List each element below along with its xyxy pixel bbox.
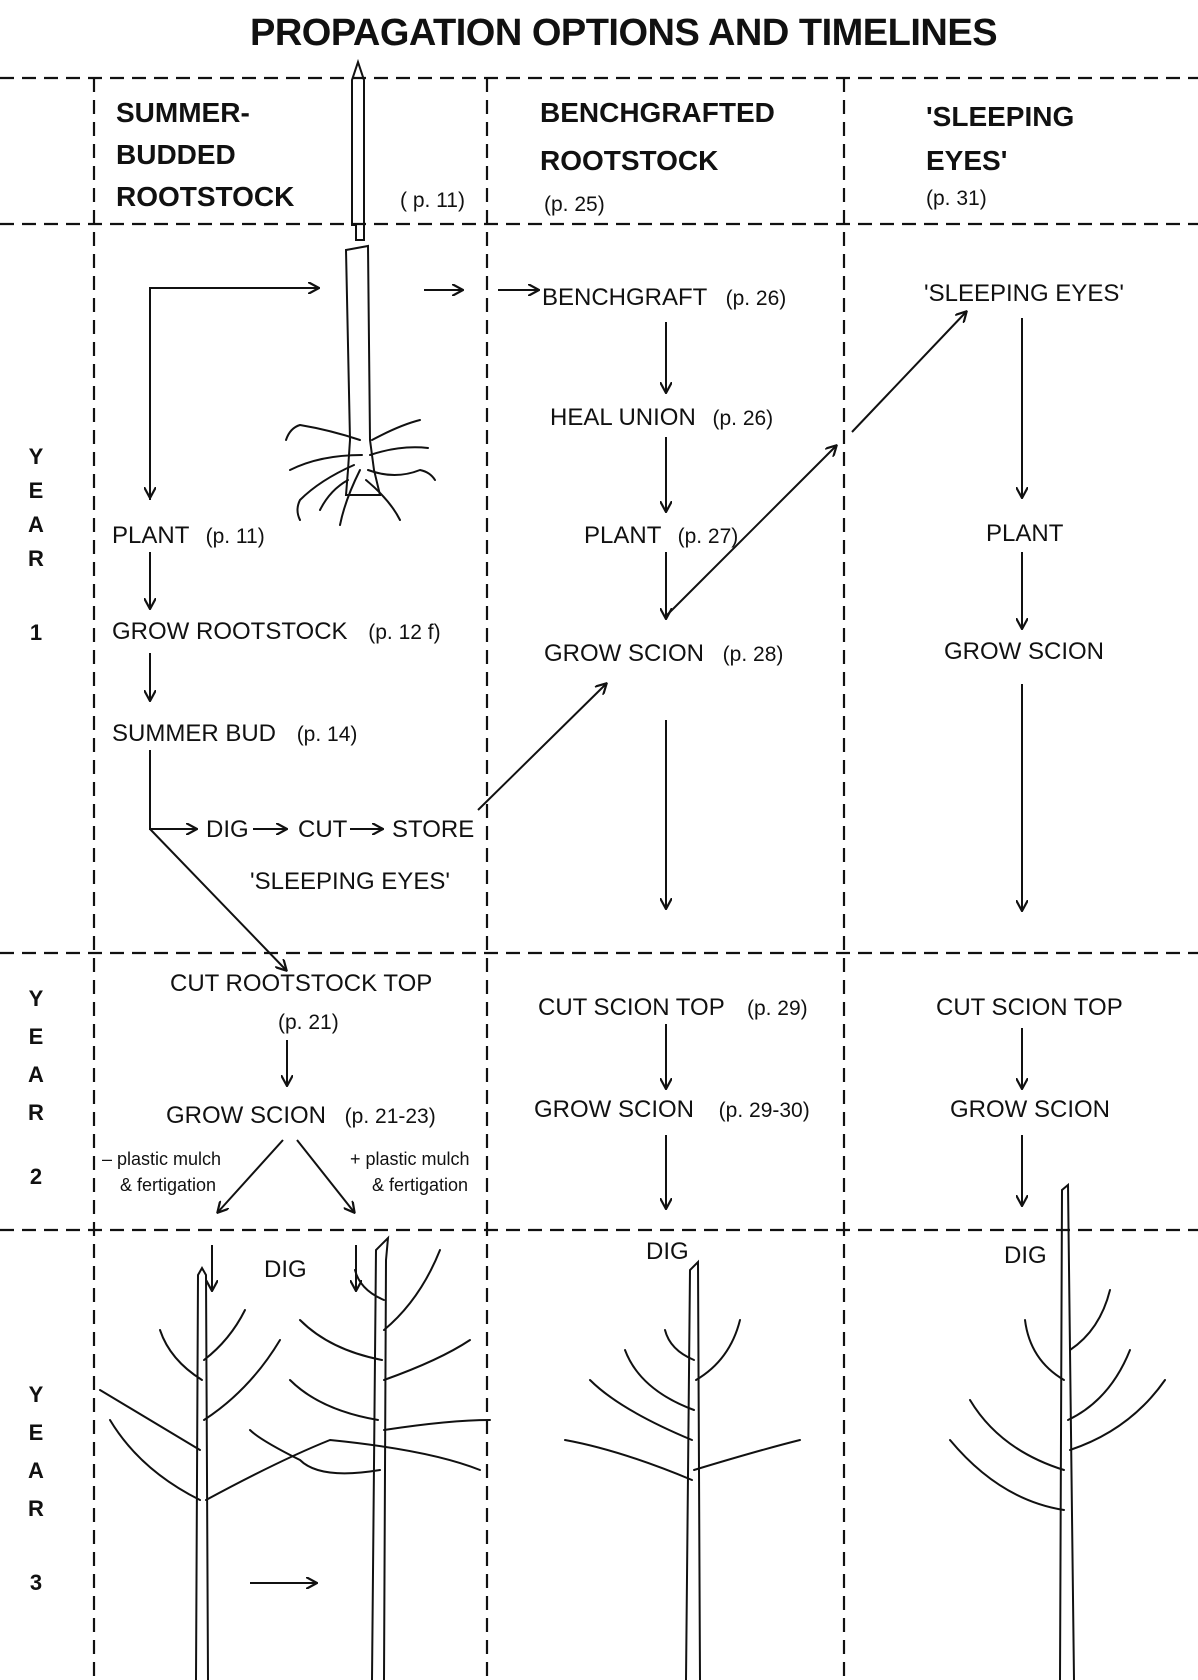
c2-grow-scion-page: (p. 28) [723,643,784,666]
tree-minus-mulch [100,1268,480,1680]
arrow-minus-mulch [218,1140,283,1212]
c1-cut: CUT [298,818,347,842]
c1-grow-rootstock-label: GROW ROOTSTOCK [112,618,348,645]
c1-cut-rootstock-top-page: (p. 21) [278,1012,339,1033]
col1-header-page: ( p. 11) [400,190,465,211]
c2-cut-scion-top-page: (p. 29) [747,997,808,1020]
col3-header-page: (p. 31) [926,188,987,209]
arrow-bud-to-dig [150,750,196,829]
c1-plus-mulch-line2: & fertigation [372,1176,468,1194]
tree-sleeping-eyes [950,1185,1165,1680]
c2-plant-page: (p. 27) [678,525,739,548]
c1-sleeping-eyes: 'SLEEPING EYES' [250,870,450,894]
c2-grow-scion-label: GROW SCION [544,640,704,667]
c3-grow-scion: GROW SCION [944,640,1104,664]
col3-header-line2: EYES' [926,140,1007,182]
c2-heal-union-page: (p. 26) [712,407,773,430]
c2-grow-scion-year2: GROW SCION (p. 29-30) [534,1098,810,1122]
c3-plant: PLANT [986,522,1063,546]
c3-grow-scion-year2: GROW SCION [950,1098,1110,1122]
c2-benchgraft-label: BENCHGRAFT [542,284,707,311]
c1-cut-rootstock-top: CUT ROOTSTOCK TOP [170,972,432,996]
col2-header-line2: ROOTSTOCK [540,140,718,182]
c2-benchgraft-page: (p. 26) [726,287,787,310]
c2-plant-label: PLANT [584,522,661,549]
c2-heal-union-label: HEAL UNION [550,404,696,431]
grid-dashed-lines [0,78,1198,1680]
col1-header-line3: ROOTSTOCK [116,176,294,218]
c2-grow-scion-year2-label: GROW SCION [534,1096,694,1123]
c3-cut-scion-top: CUT SCION TOP [936,996,1123,1020]
tree-benchgrafted [565,1262,800,1680]
c1-plus-mulch-line1: + plastic mulch [350,1150,470,1168]
page-title: PROPAGATION OPTIONS AND TIMELINES [250,14,997,52]
c2-grow-scion-year2-page: (p. 29-30) [719,1099,810,1122]
col1-header-line2: BUDDED [116,134,236,176]
c2-benchgraft: BENCHGRAFT (p. 26) [542,286,786,310]
arrow-plus-mulch [297,1140,354,1212]
c3-sleeping-eyes: 'SLEEPING EYES' [924,282,1124,306]
c1-summer-bud-label: SUMMER BUD [112,720,276,747]
c2-cut-scion-top-label: CUT SCION TOP [538,994,724,1021]
c1-store: STORE [392,818,474,842]
rootstock-drawing [286,62,435,525]
arrow-to-sleeping-eyes [852,312,966,432]
col1-header-line1: SUMMER- [116,92,250,134]
c2-grow-scion: GROW SCION (p. 28) [544,642,783,666]
c1-minus-mulch-line1: – plastic mulch [102,1150,221,1168]
arrow-to-cut-rootstock-top [150,829,286,970]
c3-dig-year3: DIG [1004,1244,1047,1268]
c2-dig-year3: DIG [646,1240,689,1264]
c1-grow-scion: GROW SCION (p. 21-23) [166,1104,436,1128]
c1-grow-scion-label: GROW SCION [166,1102,326,1129]
c1-plant-label: PLANT [112,522,189,549]
col2-header-page: (p. 25) [544,194,605,215]
arrow-store-to-grow-scion [478,684,606,810]
c1-grow-scion-page: (p. 21-23) [345,1105,436,1128]
c1-plant: PLANT (p. 11) [112,524,265,548]
c2-plant: PLANT (p. 27) [584,524,738,548]
c2-cut-scion-top: CUT SCION TOP (p. 29) [538,996,808,1020]
c1-summer-bud: SUMMER BUD (p. 14) [112,722,357,746]
c2-heal-union: HEAL UNION (p. 26) [550,406,773,430]
c1-summer-bud-page: (p. 14) [297,723,358,746]
c1-minus-mulch-line2: & fertigation [120,1176,216,1194]
col3-header-line1: 'SLEEPING [926,96,1074,138]
c1-grow-rootstock-page: (p. 12 f) [368,621,440,644]
c1-dig: DIG [206,818,249,842]
col2-header-line1: BENCHGRAFTED [540,92,775,134]
c1-plant-page: (p. 11) [206,525,265,548]
c1-grow-rootstock: GROW ROOTSTOCK (p. 12 f) [112,620,441,644]
c1-dig-year3: DIG [264,1258,307,1282]
